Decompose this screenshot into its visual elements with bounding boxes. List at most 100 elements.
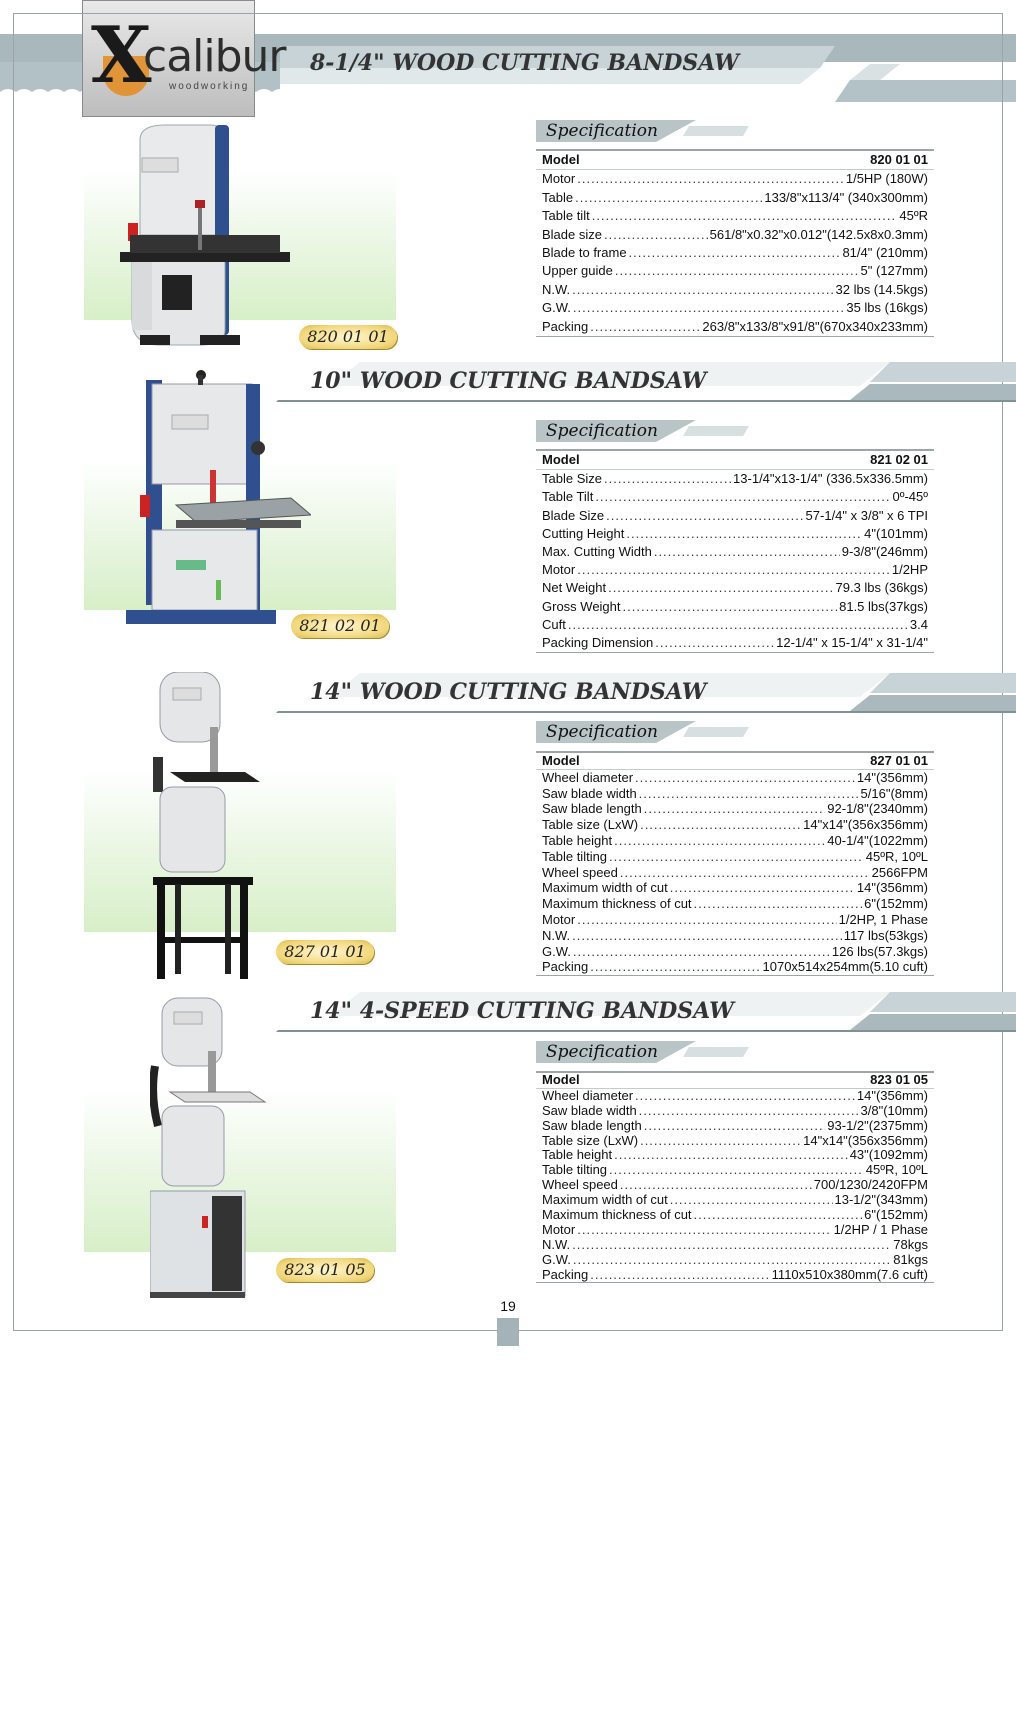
- spec-value: 1/2HP / 1 Phase: [833, 1221, 928, 1237]
- spec-key: Motor: [542, 911, 576, 927]
- spec-row: Packing1110x510x380mm(7.6 cuft): [536, 1267, 934, 1283]
- spec-value: 6"(152mm): [864, 896, 928, 912]
- model-badge: 823 01 05: [276, 1258, 374, 1282]
- spec-leader-dots: [606, 507, 803, 525]
- spec-key: G.W.: [542, 300, 571, 316]
- spec-header-label: Specification: [546, 421, 658, 441]
- spec-header-strip: [683, 126, 749, 136]
- spec-value: 823 01 05: [870, 1072, 928, 1087]
- spec-row: Table tilt45ºR: [536, 207, 934, 225]
- spec-row: Saw blade length93-1/2"(2375mm): [536, 1118, 934, 1134]
- spec-key: Max. Cutting Width: [542, 543, 652, 559]
- spec-value: 827 01 01: [870, 753, 928, 768]
- spec-rule-bottom: [536, 1282, 934, 1284]
- spec-leader-dots: [614, 833, 825, 849]
- spec-value: 1/2HP, 1 Phase: [838, 911, 928, 927]
- spec-row: Blade to frame 81/4" (210mm): [536, 244, 934, 262]
- spec-row: Wheel diameter14"(356mm): [536, 1088, 934, 1104]
- spec-header: Specification: [536, 721, 936, 745]
- spec-row: Maximum thickness of cut6"(152mm): [536, 896, 934, 912]
- spec-row: Maximum width of cut13-1/2"(343mm): [536, 1192, 934, 1208]
- spec-key: Cuft: [542, 616, 566, 632]
- spec-rule-model: [536, 469, 934, 471]
- title-band: [0, 992, 1016, 1034]
- spec-rule-top: [536, 1071, 934, 1073]
- spec-value: 4"(101mm): [864, 525, 928, 541]
- spec-header-strip: [683, 1047, 749, 1057]
- spec-leader-dots: [644, 801, 826, 817]
- product-title: 14" WOOD CUTTING BANDSAW: [310, 679, 707, 705]
- spec-key: Maximum width of cut: [542, 1192, 668, 1208]
- model-badge: 827 01 01: [276, 940, 374, 964]
- spec-row: N.W.117 lbs(53kgs): [536, 928, 934, 944]
- spec-value: 32 lbs (14.5kgs): [835, 281, 929, 297]
- spec-value: 6"(152mm): [864, 1207, 928, 1223]
- spec-row: Table tilting45ºR, 10ºL: [536, 1162, 934, 1178]
- bandsaw-14-4speed-photo: [150, 997, 267, 1298]
- spec-value: 3.4: [909, 616, 928, 632]
- spec-key: Blade to frame: [542, 244, 627, 260]
- spec-leader-dots: [604, 226, 708, 244]
- spec-value: 1/2HP: [891, 562, 928, 578]
- spec-leader-dots: [694, 896, 863, 912]
- spec-header-strip: [683, 426, 749, 436]
- spec-row: N.W.78kgs: [536, 1236, 934, 1253]
- spec-value: 81.5 lbs(37kgs): [839, 598, 928, 614]
- spec-key: Table height: [542, 1147, 613, 1163]
- spec-row: Table size (LxW)14"x14"(356x356mm): [536, 1133, 934, 1149]
- spec-value: 820 01 01: [870, 152, 928, 167]
- title-band: [0, 362, 1016, 404]
- spec-leader-dots: [639, 786, 859, 802]
- spec-value: 1070x514x254mm(5.10 cuft): [762, 959, 928, 975]
- spec-row: Motor 1/2HP / 1 Phase: [536, 1221, 934, 1238]
- spec-leader-dots: [609, 849, 864, 865]
- spec-leader-dots: [592, 207, 898, 225]
- spec-key: N.W.: [542, 927, 571, 943]
- spec-value: 40-1/4"(1022mm): [827, 832, 928, 848]
- logo-tagline: woodworking: [169, 81, 250, 92]
- spec-leader-dots: [614, 1148, 848, 1163]
- spec-key: Wheel speed: [542, 864, 618, 880]
- spec-leader-dots: [623, 598, 838, 616]
- spec-value: 78kgs: [893, 1236, 928, 1252]
- title-band-graphic: [276, 992, 1016, 1032]
- spec-key: N.W.: [542, 281, 571, 297]
- spec-value: 2566FPM: [871, 864, 928, 880]
- logo-swoosh: [103, 56, 149, 96]
- spec-key: Model: [542, 1072, 580, 1087]
- spec-row: Cutting Height4"(101mm): [536, 525, 934, 543]
- spec-leader-dots: [639, 1104, 859, 1119]
- spec-rule-bottom: [536, 652, 934, 654]
- spec-row: Blade size561/8"x0.32"x0.012"(142.5x8x0.…: [536, 226, 934, 244]
- spec-row: Motor 1/2HP, 1 Phase: [536, 912, 934, 928]
- spec-value: 3/8"(10mm): [860, 1102, 928, 1118]
- spec-header-label: Specification: [546, 121, 658, 141]
- spec-value: 43"(1092mm): [849, 1147, 928, 1163]
- spec-key: G.W.: [542, 1251, 571, 1267]
- spec-leader-dots: [575, 189, 762, 207]
- header-band: [0, 34, 1016, 102]
- spec-value: 81/4" (210mm): [842, 244, 928, 260]
- spec-key: Table Size: [542, 471, 602, 487]
- spec-leader-dots: [620, 1178, 812, 1193]
- spec-header-label: Specification: [546, 722, 658, 742]
- spec-key: Maximum width of cut: [542, 880, 668, 896]
- spec-value: 133/8"x113/4" (340x300mm): [764, 189, 928, 205]
- spec-row: Wheel speed700/1230/2420FPM: [536, 1177, 934, 1193]
- spec-row: Maximum width of cut14"(356mm): [536, 880, 934, 896]
- logo-wordmark: calibur: [143, 31, 287, 82]
- page-number: 19: [500, 1298, 516, 1314]
- spec-row: G.W.81kgs: [536, 1251, 934, 1268]
- spec-key: Wheel diameter: [542, 769, 634, 785]
- spec-value: 57-1/4" x 3/8" x 6 TPI: [805, 507, 928, 523]
- title-band-graphic: [276, 673, 1016, 713]
- spec-key: Motor: [542, 1221, 576, 1237]
- spec-row: Max. Cutting Width9-3/8"(246mm): [536, 543, 934, 561]
